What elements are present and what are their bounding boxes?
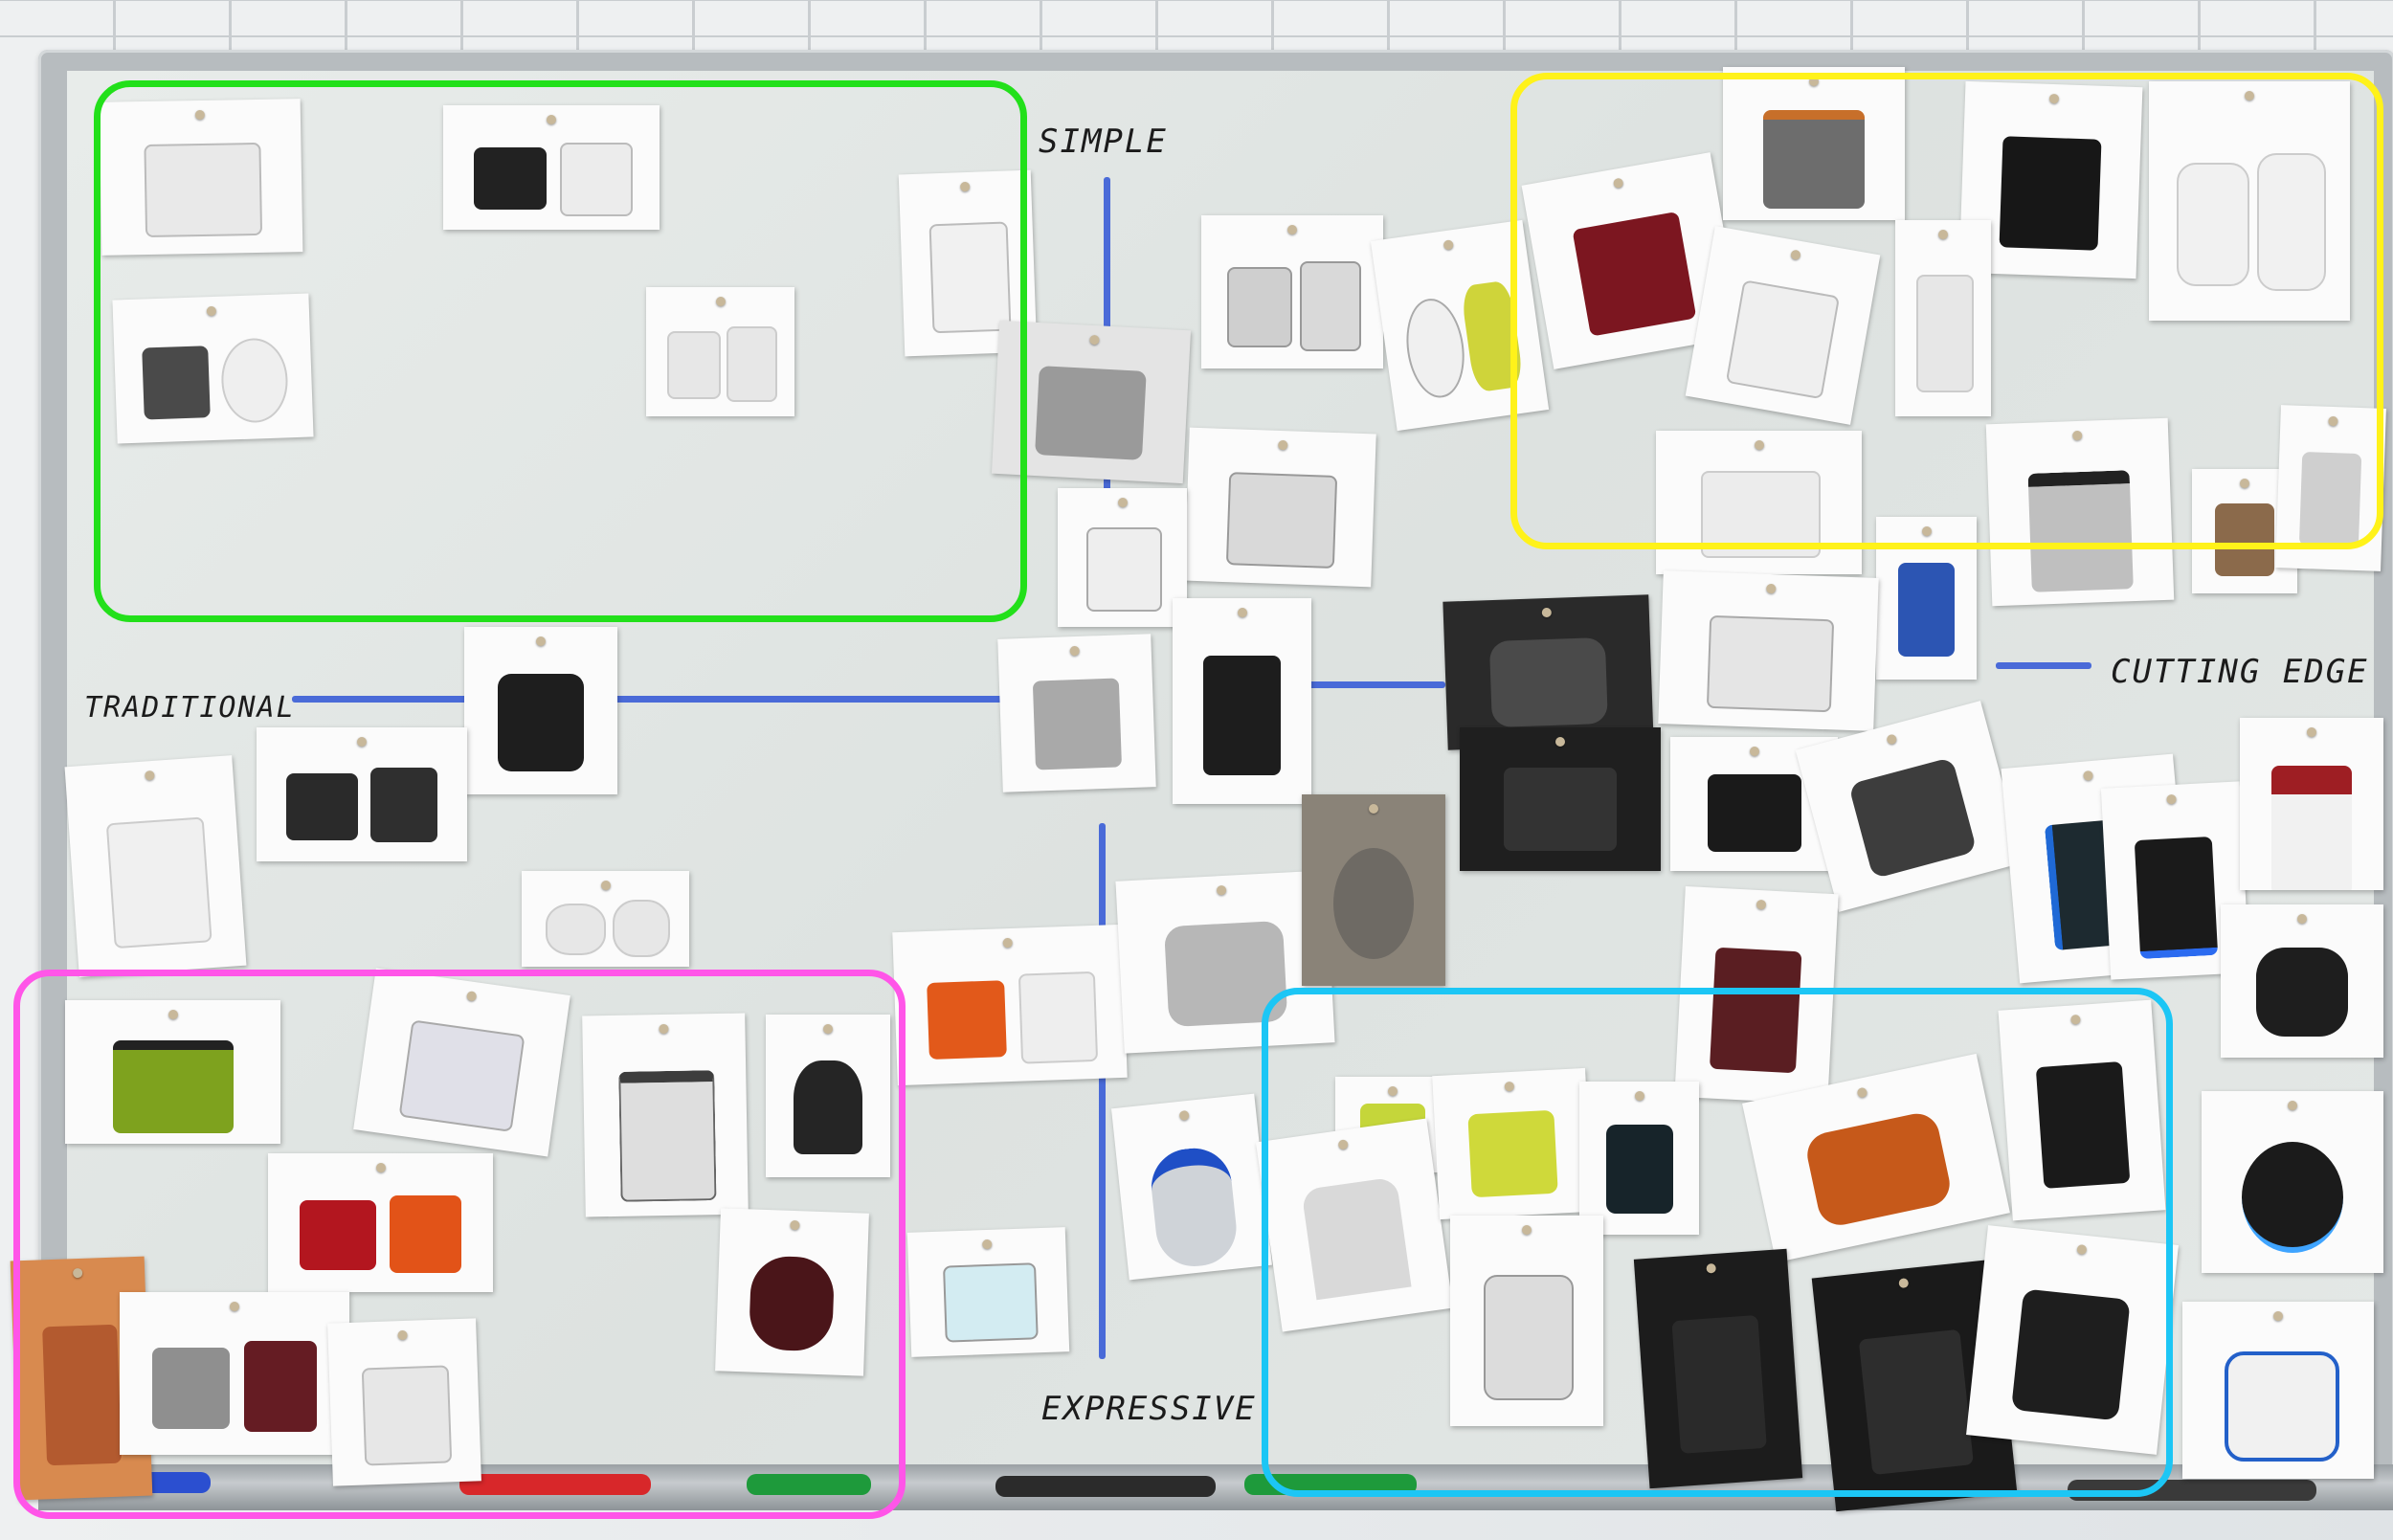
product-photo <box>892 924 1128 1086</box>
product-photo <box>353 968 570 1157</box>
product-photo <box>906 1227 1070 1357</box>
product-photo <box>65 1000 280 1144</box>
product-photo <box>443 105 660 230</box>
product-photo <box>1633 1248 1803 1489</box>
product-photo <box>1460 727 1661 871</box>
product-photo <box>1255 1118 1454 1332</box>
product-photo <box>112 293 314 444</box>
product-photo <box>1656 431 1862 574</box>
product-photo <box>1579 1082 1699 1235</box>
product-photo <box>1685 226 1881 425</box>
marker-green <box>747 1474 871 1495</box>
product-photo <box>2182 1302 2374 1479</box>
axis-label-simple: SIMPLE <box>1039 123 1168 161</box>
product-photo <box>1370 219 1550 432</box>
product-photo <box>997 634 1156 792</box>
axis-label-cutting-edge: CUTTING EDGE <box>2111 653 2369 691</box>
product-photo <box>2240 718 2383 890</box>
product-photo <box>257 727 467 861</box>
product-photo <box>327 1318 481 1486</box>
product-photo <box>99 99 303 256</box>
marker-green-2 <box>1244 1474 1417 1495</box>
product-photo <box>1201 215 1383 368</box>
product-photo <box>1173 598 1311 804</box>
product-photo <box>646 287 794 416</box>
product-photo <box>2221 904 2383 1058</box>
product-photo <box>1111 1093 1272 1281</box>
marker-black-2 <box>2068 1480 2316 1501</box>
product-photo <box>2202 1091 2383 1273</box>
product-photo <box>464 627 617 794</box>
product-photo <box>991 320 1192 484</box>
axis-label-expressive: EXPRESSIVE <box>1041 1390 1257 1428</box>
product-photo <box>766 1015 890 1177</box>
product-photo <box>1723 67 1905 220</box>
axis-label-traditional: TRADITIONAL <box>84 691 296 725</box>
product-photo <box>522 871 689 967</box>
product-photo <box>1302 794 1445 986</box>
product-photo <box>1058 488 1187 627</box>
product-photo <box>2149 81 2350 321</box>
product-photo <box>2275 405 2386 571</box>
axis-vertical-bottom <box>1099 823 1106 1359</box>
axis-horizontal-mid <box>1283 681 1445 688</box>
product-photo <box>1450 1216 1603 1426</box>
product-photo <box>1674 885 1839 1105</box>
product-photo <box>1184 427 1376 588</box>
product-photo <box>1966 1225 2179 1455</box>
marker-black <box>995 1476 1216 1497</box>
product-photo <box>1658 570 1879 731</box>
product-photo <box>715 1208 869 1376</box>
product-photo <box>120 1292 349 1455</box>
axis-horizontal-left <box>292 696 1048 703</box>
product-photo <box>582 1013 749 1217</box>
product-photo <box>1432 1067 1593 1220</box>
product-photo <box>268 1153 493 1292</box>
marker-red <box>459 1474 651 1495</box>
product-photo <box>1876 517 1977 680</box>
product-photo <box>1998 999 2166 1221</box>
product-photo <box>64 755 247 977</box>
product-photo <box>1985 417 2175 607</box>
axis-horizontal-right <box>1996 662 2091 669</box>
product-photo <box>1895 220 1991 416</box>
